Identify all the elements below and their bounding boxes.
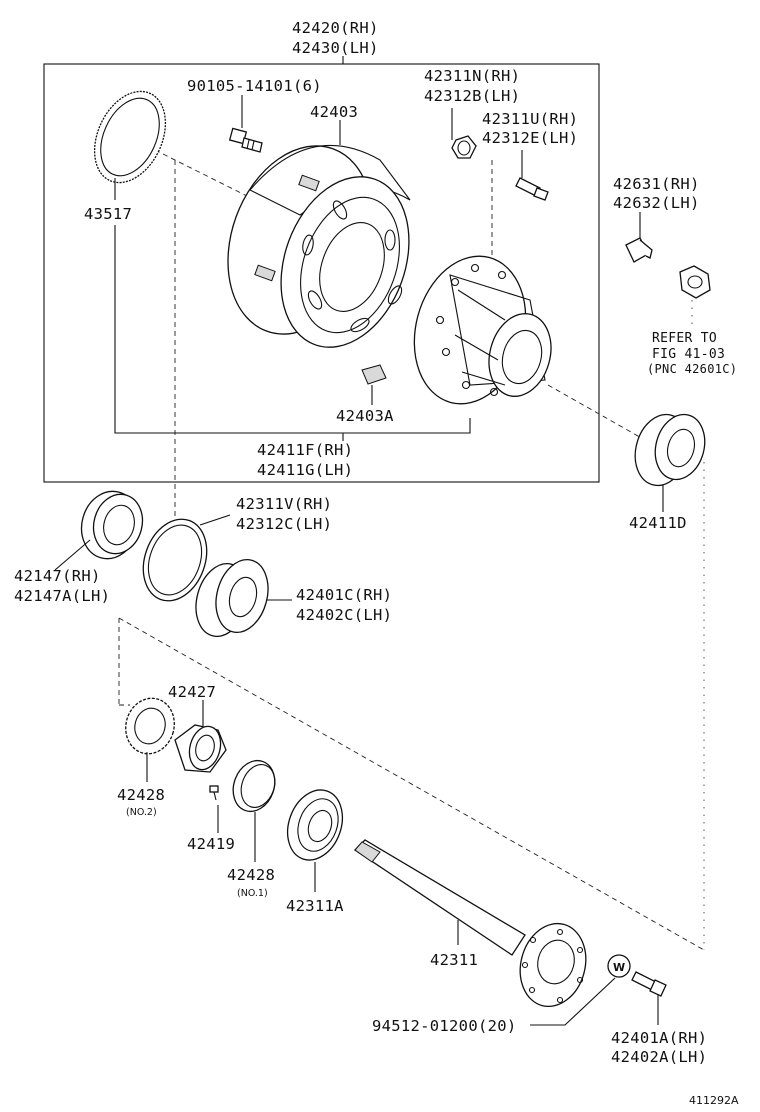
label-bolt: 90105-14101(6) bbox=[187, 77, 322, 95]
leader-race bbox=[199, 514, 231, 526]
align-line-shaft bbox=[118, 617, 705, 951]
grease-fitting-part bbox=[625, 237, 653, 263]
leader-hub-bracket bbox=[114, 225, 471, 434]
label-nut-w: 94512-01200(20) bbox=[372, 1017, 516, 1035]
washer-no1-part bbox=[232, 759, 276, 813]
label-axle-seal: 42311A bbox=[286, 897, 344, 915]
locknut-part bbox=[174, 724, 227, 773]
leader-nut-w bbox=[530, 977, 616, 1026]
label-refer-1: REFER TO bbox=[652, 331, 717, 346]
axle-oil-seal-part bbox=[286, 789, 344, 861]
label-seal-lh: 42147A(LH) bbox=[14, 587, 110, 605]
label-washer-no2: 42428 bbox=[117, 786, 165, 804]
label-race-rh: 42311V(RH) bbox=[236, 495, 332, 513]
label-washer-no1-note: (NO.1) bbox=[237, 888, 268, 899]
oil-seal-part bbox=[80, 490, 144, 560]
bolt-part bbox=[228, 127, 263, 153]
washer-w-part bbox=[607, 954, 631, 978]
label-refer-2: FIG 41-03 bbox=[652, 347, 725, 362]
hub-stud-part bbox=[515, 177, 549, 201]
label-screw: 42419 bbox=[187, 835, 235, 853]
label-hub-assy-rh: 42420(RH) bbox=[292, 19, 379, 37]
assembly-frame bbox=[43, 63, 600, 483]
leader-oil-seal bbox=[54, 539, 91, 571]
label-washer-w: W bbox=[613, 961, 625, 974]
label-seal-rh: 42147(RH) bbox=[14, 567, 101, 585]
shaft-bolt-part bbox=[631, 971, 667, 997]
screw-part bbox=[209, 785, 219, 801]
sensor-rotor-part bbox=[93, 90, 167, 184]
label-race-lh: 42312C(LH) bbox=[236, 515, 332, 533]
bearing-race-part bbox=[142, 518, 208, 602]
axle-shaft-part bbox=[353, 839, 587, 1008]
figure-code: 411292A bbox=[689, 1094, 739, 1107]
label-nut-lh: 42312B(LH) bbox=[424, 87, 520, 105]
label-washer-no1: 42428 bbox=[227, 866, 275, 884]
label-hub-assy-lh: 42430(LH) bbox=[292, 39, 379, 57]
label-bearing-d: 42411D bbox=[629, 514, 687, 532]
label-refer-3: (PNC 42601C) bbox=[647, 362, 737, 376]
align-line-bearing bbox=[547, 384, 646, 441]
label-hub-rh: 42411F(RH) bbox=[257, 441, 353, 459]
label-shaft: 42311 bbox=[430, 951, 478, 969]
hub-nut-part bbox=[451, 135, 477, 159]
label-drum: 42403 bbox=[310, 103, 358, 121]
label-sensor-rotor: 43517 bbox=[84, 205, 132, 223]
key-part bbox=[361, 364, 387, 385]
outer-bearing-part bbox=[634, 413, 706, 487]
label-grease-fitting-lh: 42632(LH) bbox=[613, 194, 700, 212]
label-hub-lh: 42411G(LH) bbox=[257, 461, 353, 479]
label-inner-bearing-lh: 42402C(LH) bbox=[296, 606, 392, 624]
label-shaft-bolt-lh: 42402A(LH) bbox=[611, 1048, 707, 1066]
label-grease-fitting-rh: 42631(RH) bbox=[613, 175, 700, 193]
grease-cap-part bbox=[679, 265, 711, 299]
label-inner-bearing-rh: 42401C(RH) bbox=[296, 586, 392, 604]
inner-bearing-part bbox=[195, 559, 269, 637]
label-stud-lh: 42312E(LH) bbox=[482, 129, 578, 147]
label-shaft-bolt-rh: 42401A(RH) bbox=[611, 1029, 707, 1047]
axle-hub-part bbox=[413, 255, 552, 405]
lock-washer-no2-part bbox=[125, 697, 175, 755]
label-nut-rh: 42311N(RH) bbox=[424, 67, 520, 85]
align-line-rotor bbox=[154, 149, 256, 201]
label-locknut: 42427 bbox=[168, 683, 216, 701]
label-stud-rh: 42311U(RH) bbox=[482, 110, 578, 128]
label-key: 42403A bbox=[336, 407, 394, 425]
brake-drum-part bbox=[227, 144, 411, 348]
label-washer-no2-note: (NO.2) bbox=[126, 807, 157, 818]
